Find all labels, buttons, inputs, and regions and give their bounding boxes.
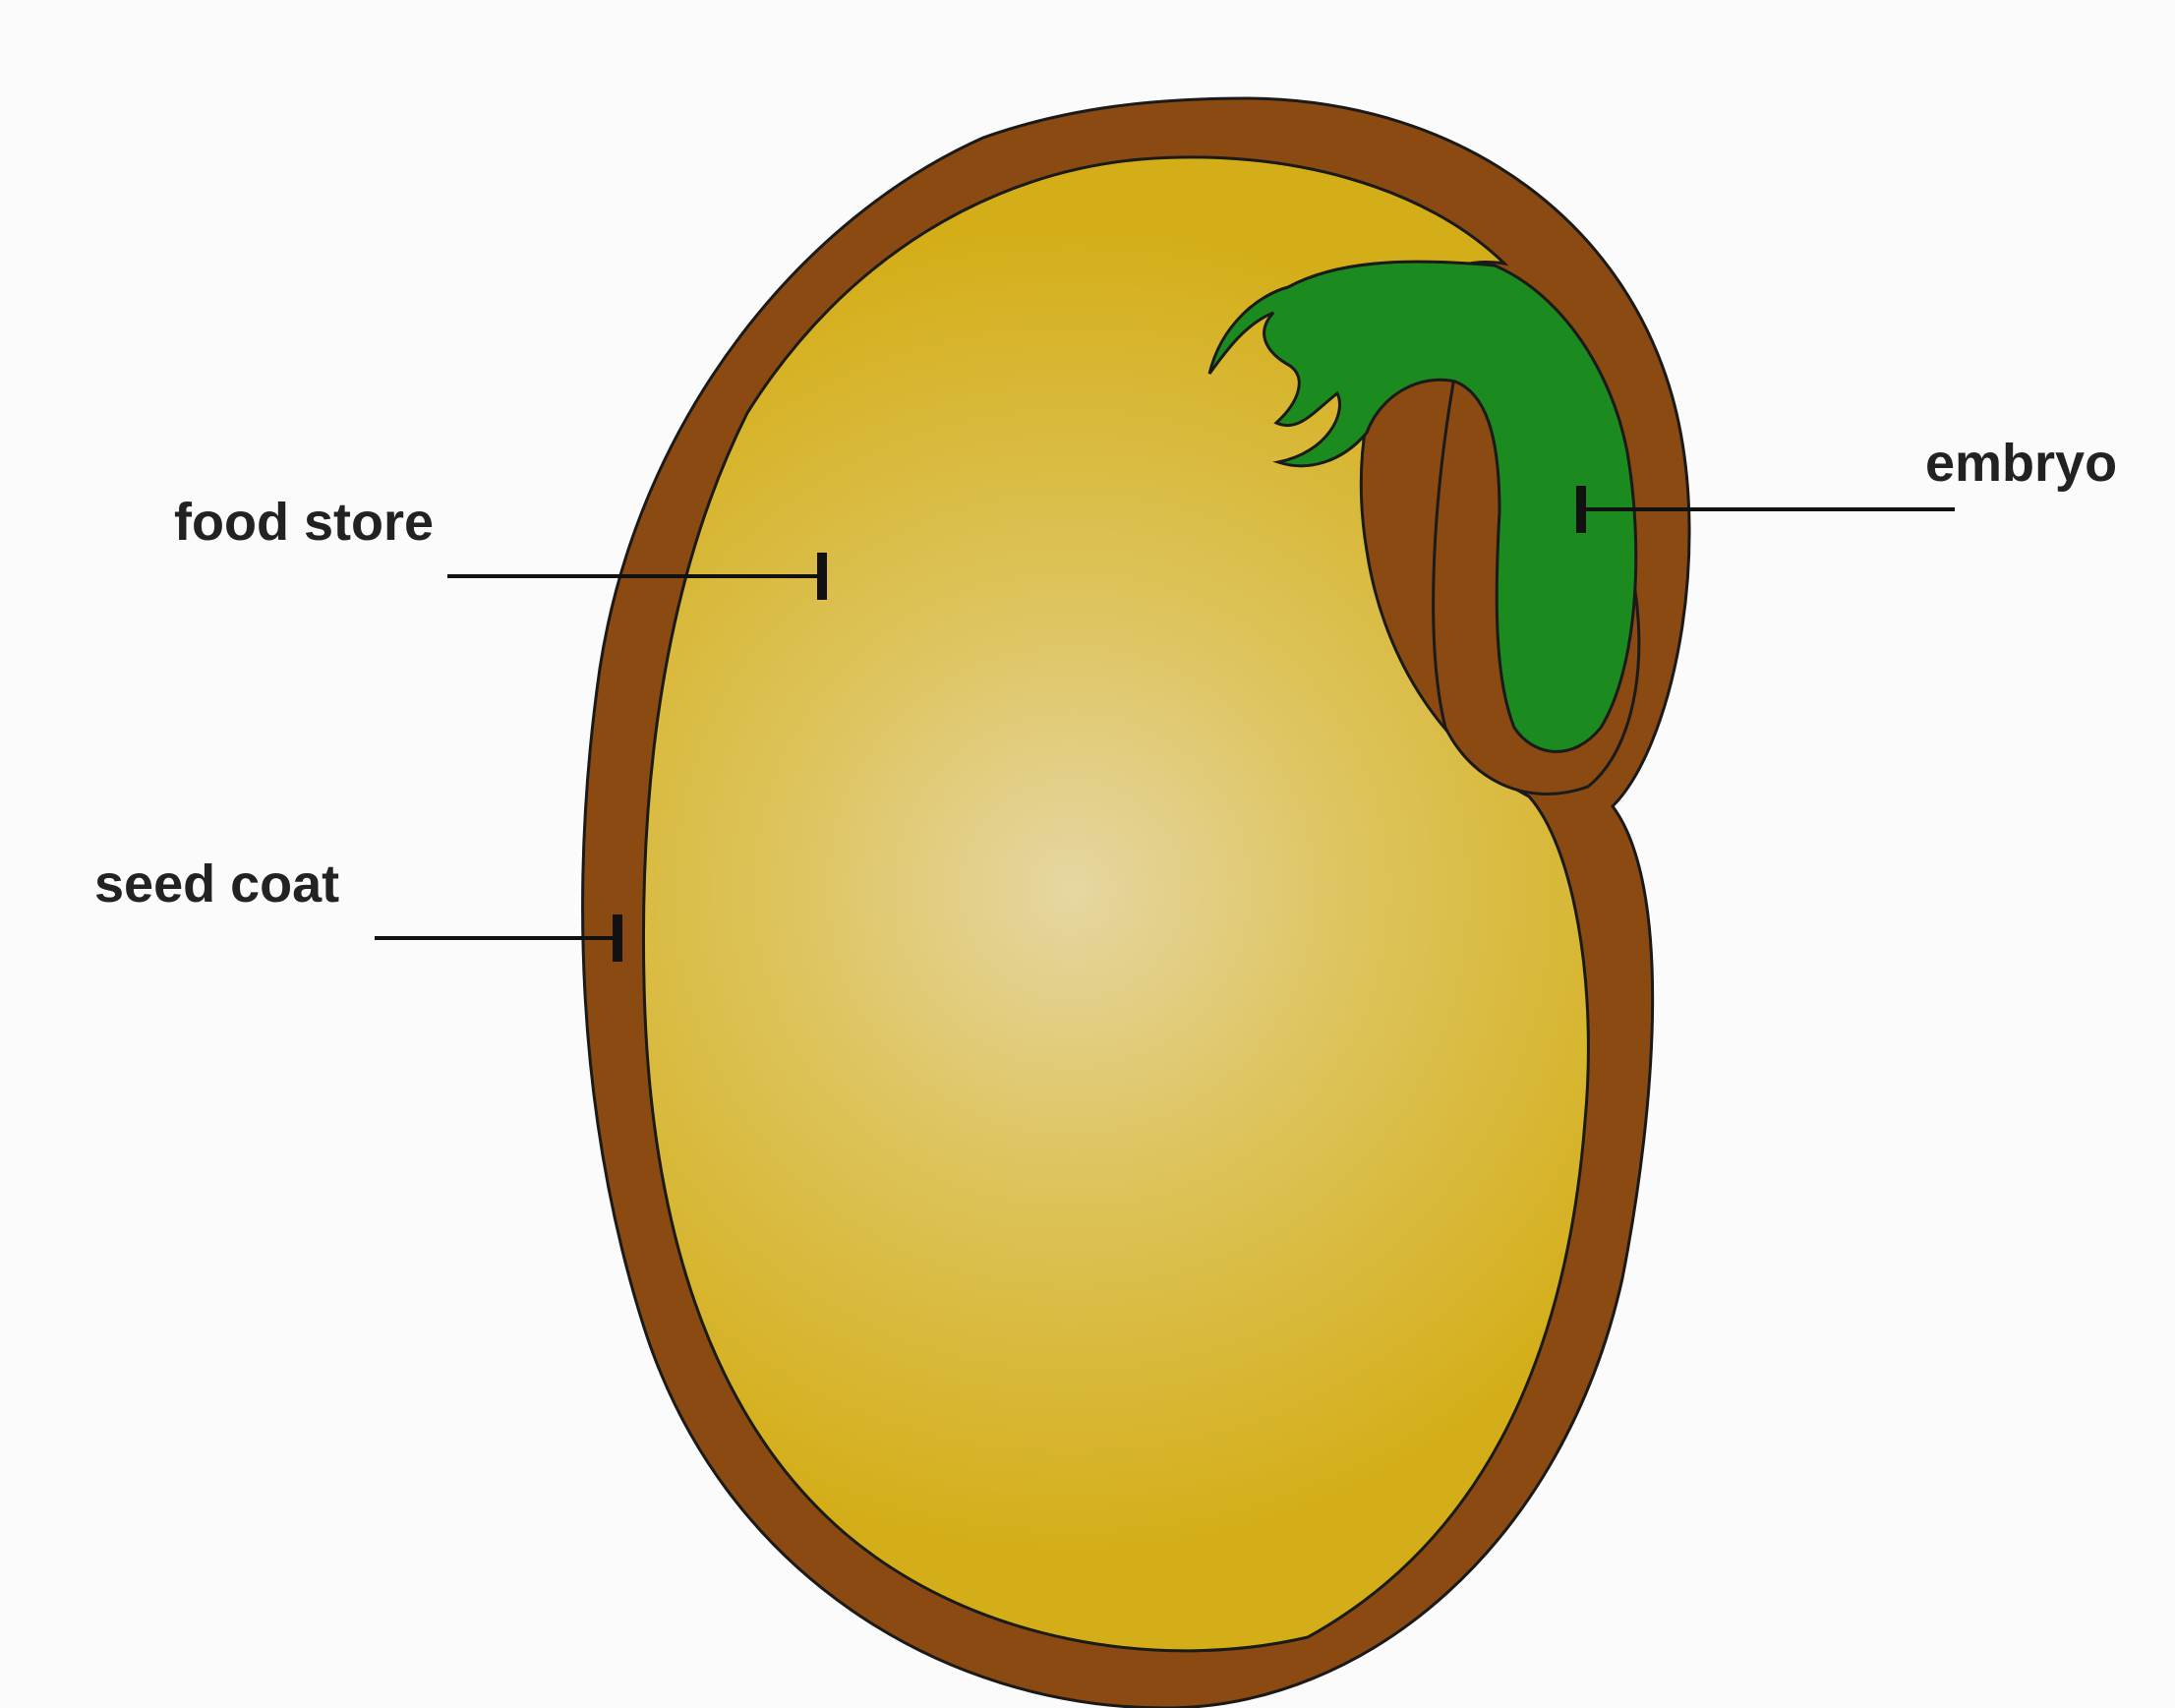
embryo-label: embryo [1925, 437, 2117, 490]
seed-coat-label: seed coat [94, 857, 339, 911]
food-store-label: food store [174, 496, 434, 549]
leader-line-seed-coat [375, 914, 617, 962]
